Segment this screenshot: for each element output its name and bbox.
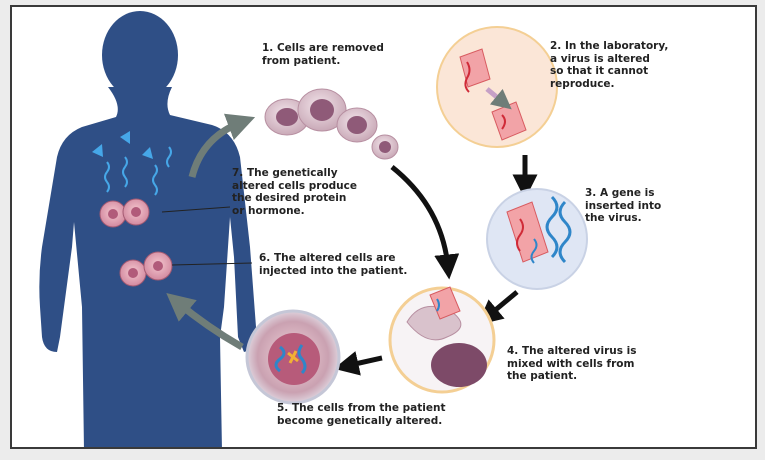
patient-silhouette	[39, 11, 256, 449]
step-3-text: 3. A gene is inserted into the virus.	[585, 187, 661, 225]
arrow-step3-to-step4	[487, 292, 517, 317]
step-6-text: 6. The altered cells are injected into t…	[259, 252, 407, 277]
step-5-text: 5. The cells from the patient become gen…	[277, 402, 445, 427]
virus-with-gene	[487, 189, 587, 289]
virus-altered	[437, 27, 557, 147]
arrow-step4-to-step5	[346, 358, 382, 366]
virus-mixed-with-cells	[390, 287, 494, 392]
step-4-text: 4. The altered virus is mixed with cells…	[507, 345, 637, 383]
step-7-text: 7. The genetically altered cells produce…	[232, 167, 357, 217]
step-1-text: 1. Cells are removed from patient.	[262, 42, 384, 67]
diagram-frame: 1. Cells are removed from patient. 2. In…	[10, 5, 757, 449]
step-2-text: 2. In the laboratory, a virus is altered…	[550, 40, 668, 90]
genetically-altered-cell	[247, 311, 339, 403]
removed-cells	[265, 89, 398, 159]
